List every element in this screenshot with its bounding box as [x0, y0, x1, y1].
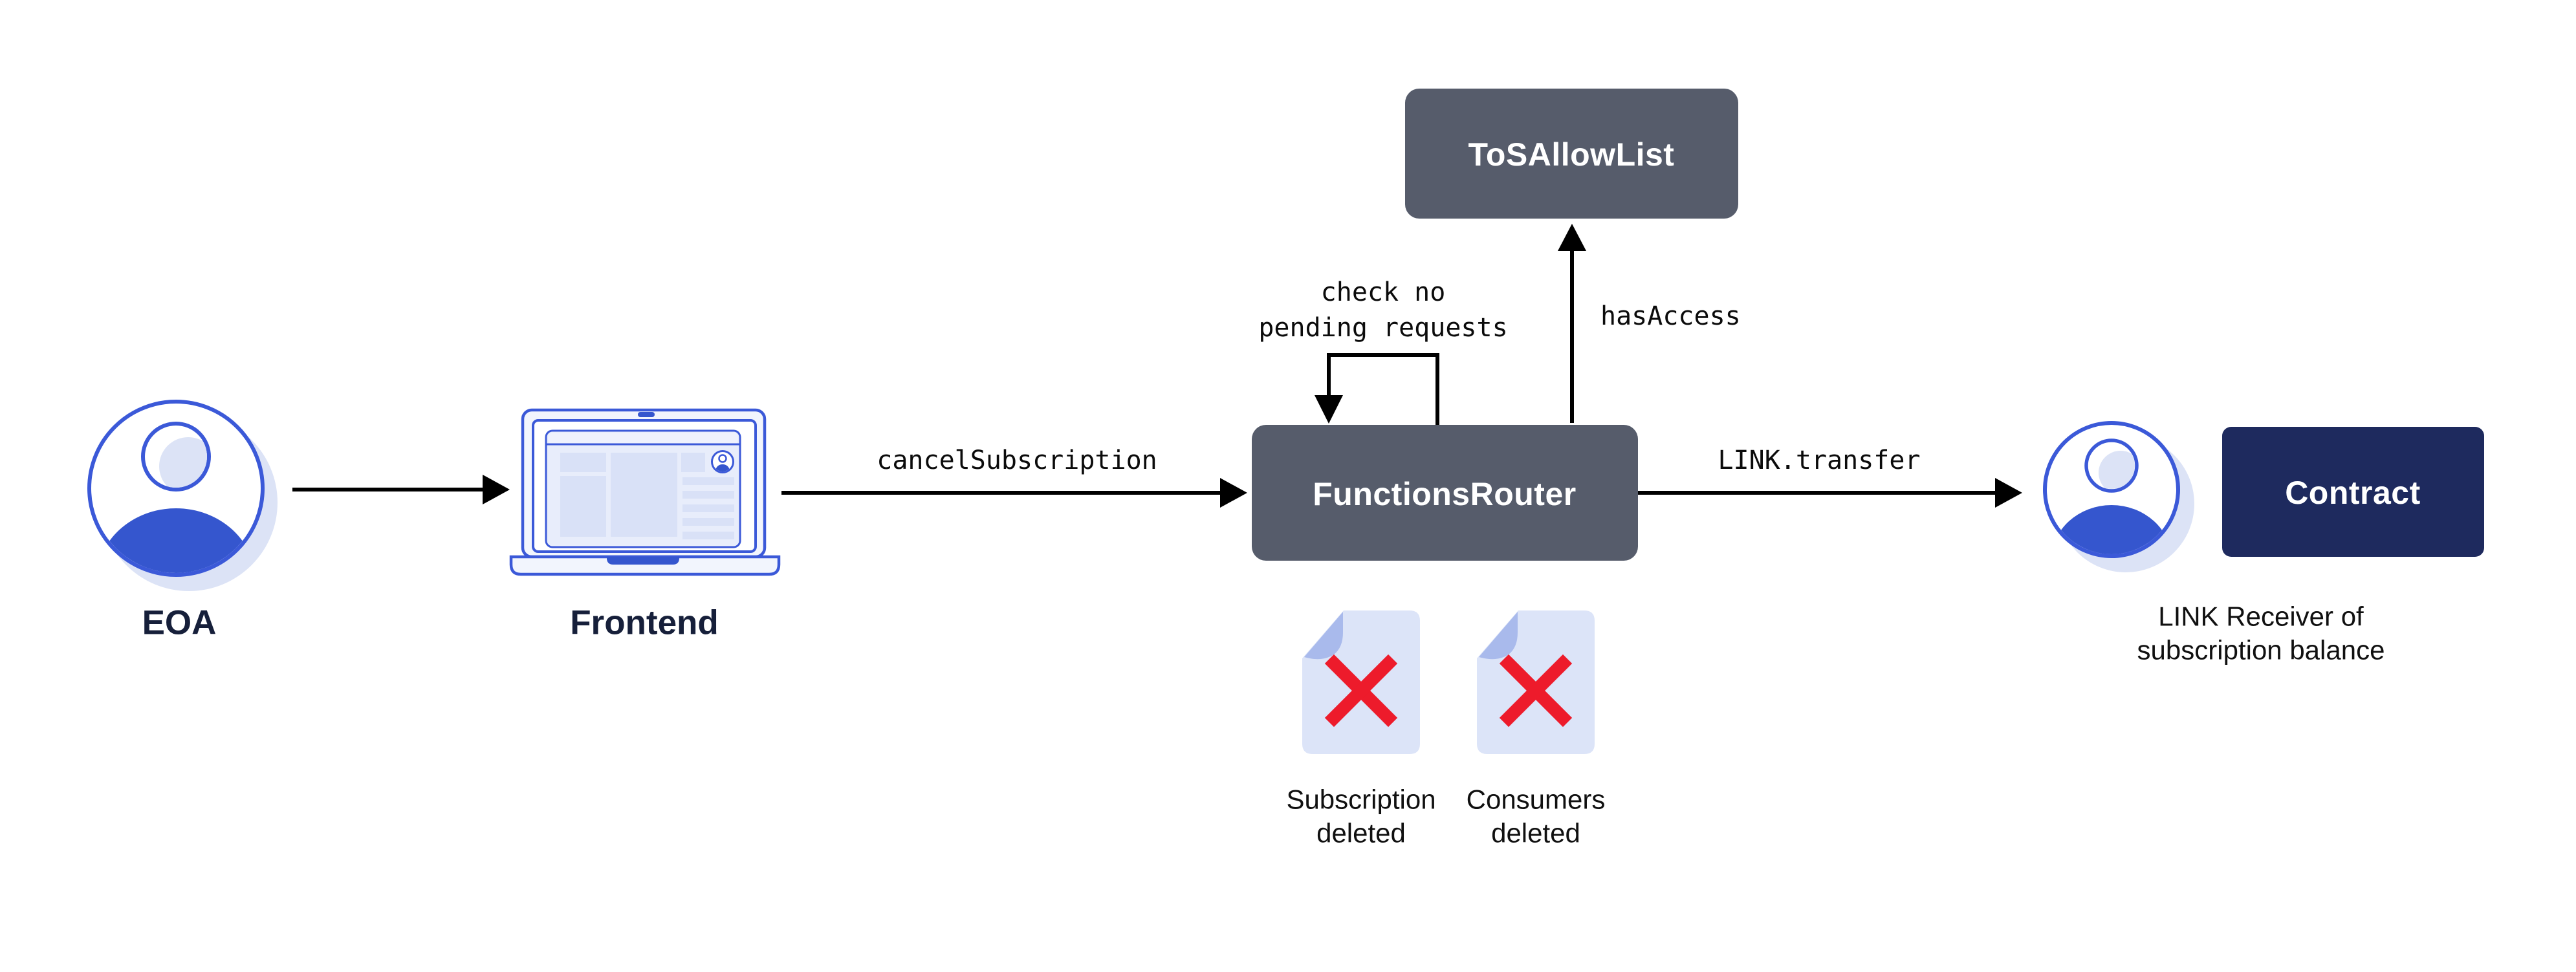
screen-block	[611, 453, 677, 537]
arrowhead-up-icon	[1558, 224, 1586, 251]
receiver-person-body	[2051, 505, 2172, 554]
document-fold-icon	[1304, 612, 1343, 660]
contract-node: Contract	[2222, 427, 2484, 557]
consumers-doc-caption-line1: Consumers	[1467, 784, 1606, 815]
screen-block	[560, 453, 606, 472]
tos-allow-list-node: ToSAllowList	[1405, 89, 1738, 219]
cancel-subscription-label: cancelSubscription	[877, 446, 1157, 475]
screen-row	[682, 504, 734, 512]
x-mark-icon	[1324, 654, 1398, 728]
subscription-doc-caption-line1: Subscription	[1286, 784, 1435, 815]
arrow-frontend-to-router: cancelSubscription	[781, 446, 1247, 508]
check-pending-label-line1: check no	[1321, 277, 1446, 307]
screen-row	[682, 477, 734, 485]
has-access-label: hasAccess	[1600, 301, 1741, 331]
eoa-person-body	[96, 508, 256, 573]
contract-label: Contract	[2285, 475, 2421, 511]
screen-row	[682, 491, 734, 499]
laptop-base-notch	[607, 557, 679, 565]
link-receiver-node: LINK Receiver of subscription balance	[2043, 421, 2385, 665]
check-pending-self-loop: check no pending requests	[1258, 277, 1508, 425]
link-transfer-label: LINK.transfer	[1718, 446, 1920, 475]
x-mark-icon	[1499, 654, 1573, 728]
consumers-doc-caption-line2: deleted	[1491, 818, 1580, 848]
functions-router-box	[1252, 425, 1638, 561]
tos-allow-list-label: ToSAllowList	[1468, 136, 1675, 173]
receiver-caption-line2: subscription balance	[2137, 635, 2385, 665]
functions-router-label: FunctionsRouter	[1313, 476, 1576, 512]
contract-box	[2222, 427, 2484, 557]
app-window-header	[548, 433, 738, 444]
check-pending-label-line2: pending requests	[1258, 313, 1507, 343]
arrow-eoa-to-frontend	[292, 475, 510, 504]
screen-row	[682, 532, 734, 539]
screen-block	[560, 476, 606, 537]
arrowhead-right-icon	[1220, 478, 1247, 508]
arrow-router-to-tos: hasAccess	[1558, 224, 1741, 423]
laptop-webcam-icon	[638, 412, 655, 417]
arrowhead-right-icon	[483, 475, 510, 504]
screen-block	[681, 453, 705, 472]
loop-line	[1327, 353, 1439, 425]
arrowhead-down-icon	[1315, 395, 1343, 424]
frontend-node: Frontend	[509, 408, 781, 642]
arrow-router-to-receiver: LINK.transfer	[1638, 446, 2022, 508]
receiver-caption-line1: LINK Receiver of	[2158, 601, 2364, 632]
consumers-deleted-doc: Consumers deleted	[1467, 610, 1606, 848]
eoa-label: EOA	[142, 604, 217, 642]
functions-router-node: FunctionsRouter	[1252, 425, 1638, 561]
subscription-deleted-doc: Subscription deleted	[1286, 610, 1436, 848]
eoa-node: EOA	[87, 400, 278, 642]
screen-row	[682, 518, 734, 526]
tos-allow-list-box	[1405, 89, 1738, 219]
arrowhead-right-icon	[1995, 478, 2022, 508]
frontend-label: Frontend	[570, 604, 719, 642]
app-avatar-body	[715, 464, 730, 471]
document-fold-icon	[1479, 612, 1518, 660]
laptop-base	[509, 555, 781, 576]
subscription-doc-caption-line2: deleted	[1316, 818, 1406, 848]
app-avatar-head	[718, 454, 727, 463]
